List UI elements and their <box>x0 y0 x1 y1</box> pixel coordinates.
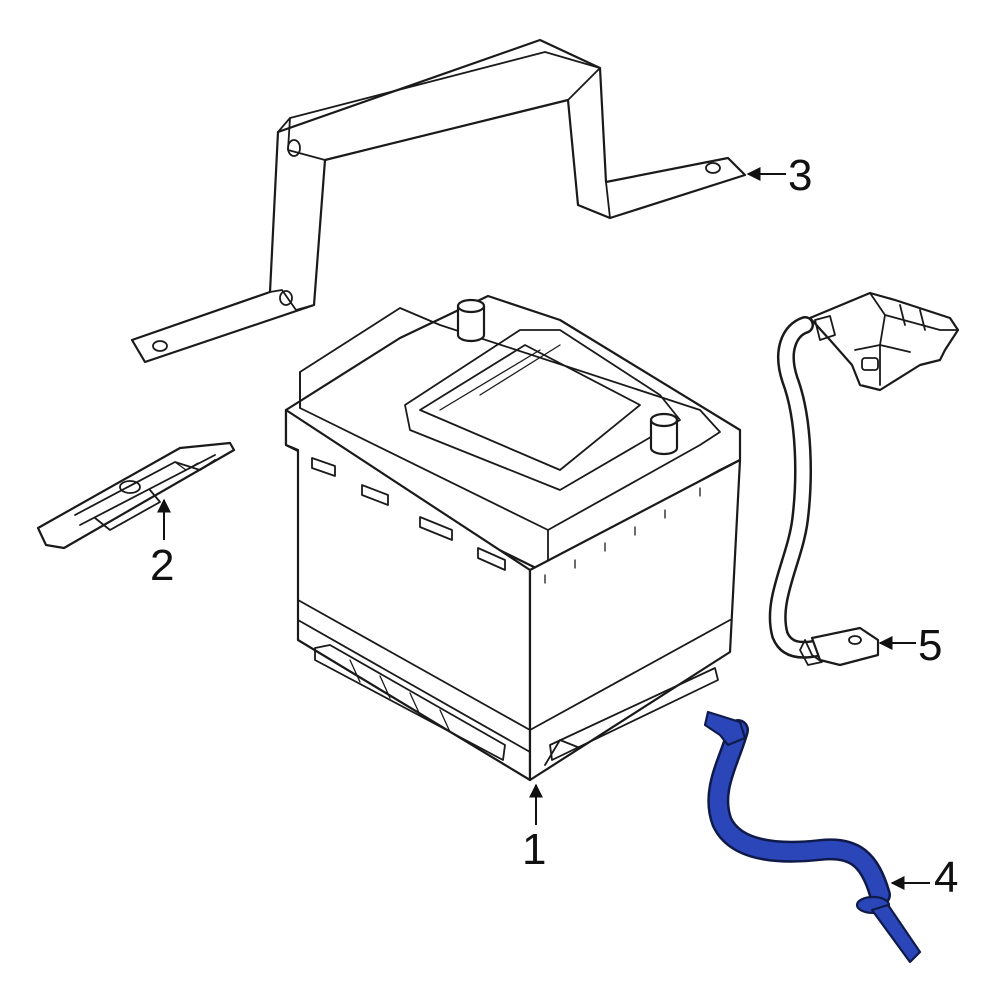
battery-terminal-positive[interactable] <box>456 298 486 343</box>
battery-cable[interactable] <box>768 291 960 667</box>
callout-label-5: 5 <box>918 621 942 670</box>
callout-4: 4 <box>890 853 958 902</box>
callout-label-2: 2 <box>150 541 174 590</box>
battery[interactable] <box>284 294 742 782</box>
battery-clamp-plate[interactable] <box>36 441 236 550</box>
callout-label-1: 1 <box>522 825 546 874</box>
hold-down-bracket[interactable] <box>130 38 747 364</box>
callout-5: 5 <box>878 621 942 670</box>
callout-2: 2 <box>150 498 174 590</box>
callout-1: 1 <box>522 783 546 874</box>
callout-label-4: 4 <box>934 853 958 902</box>
callout-label-3: 3 <box>788 151 812 200</box>
battery-vent-tube[interactable] <box>703 710 922 964</box>
callout-3: 3 <box>746 151 812 200</box>
battery-terminal-negative[interactable] <box>649 412 679 456</box>
